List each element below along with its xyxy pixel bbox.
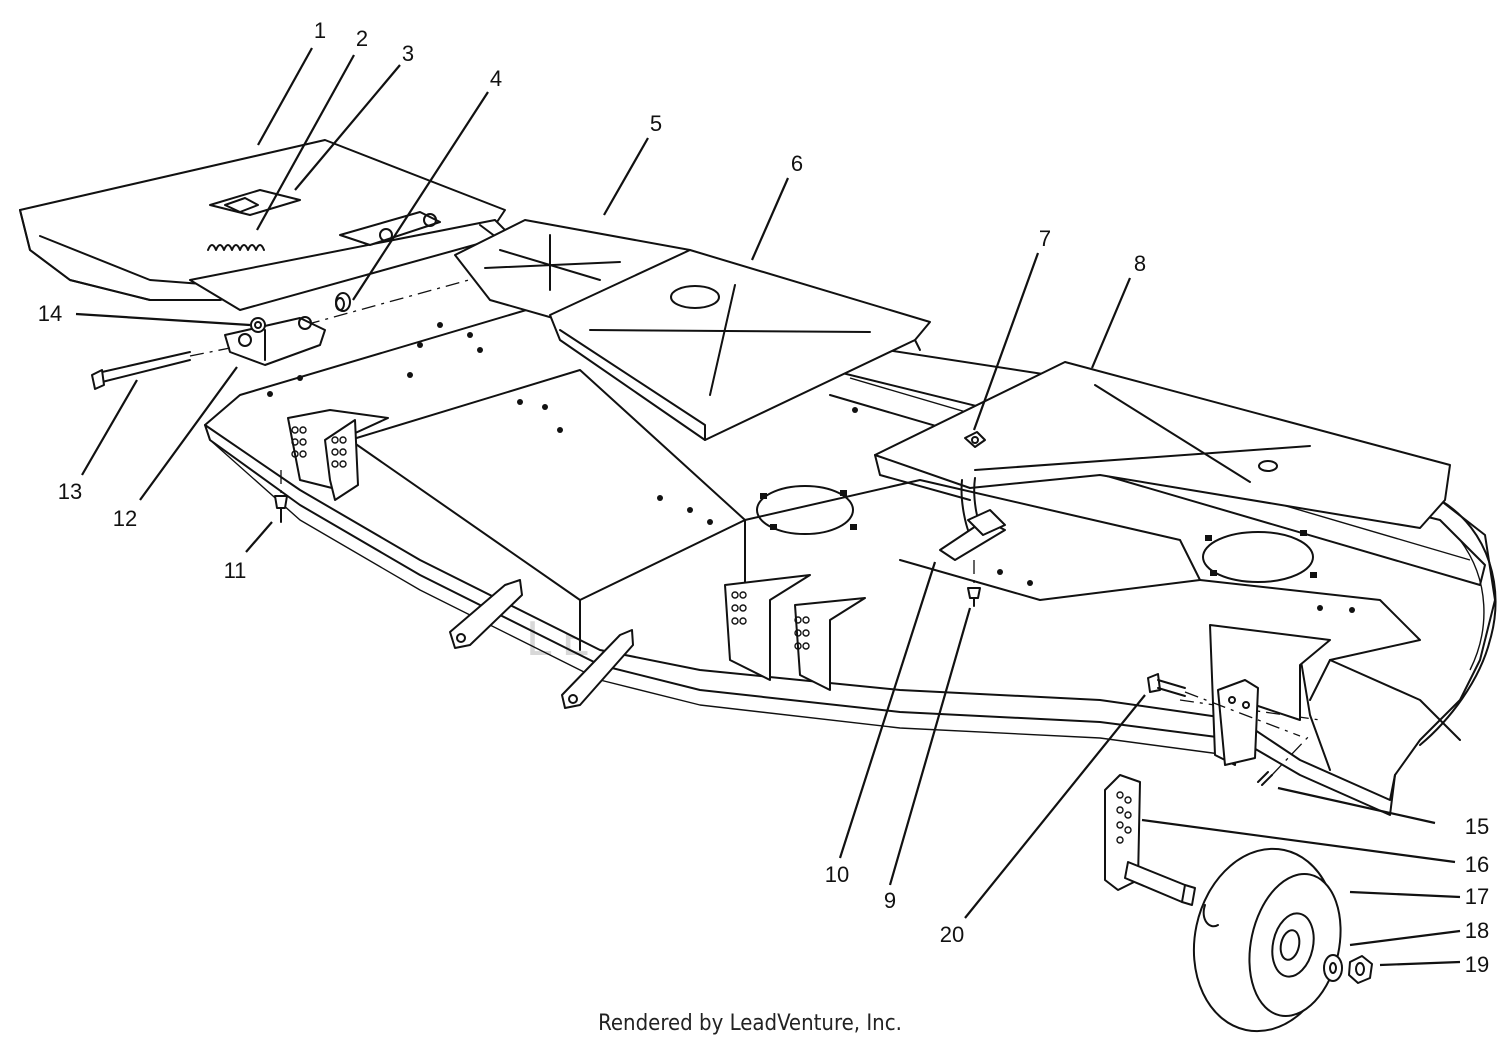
- leader-20: [964, 694, 1146, 919]
- leader-18: [1349, 929, 1461, 947]
- leader-4: [352, 91, 489, 301]
- leader-13: [81, 379, 138, 476]
- callout-2: 2: [356, 26, 368, 51]
- callout-10: 10: [825, 862, 849, 887]
- leader-17: [1349, 890, 1461, 899]
- callout-7: 7: [1039, 226, 1051, 251]
- leader-15: [1277, 786, 1436, 825]
- leader-11: [245, 521, 273, 553]
- callout-4: 4: [490, 66, 502, 91]
- torsion-spring: [207, 244, 265, 251]
- height-adjust-plates: [287, 409, 866, 691]
- hinge-bracket: [224, 316, 326, 366]
- leader-9: [888, 607, 972, 886]
- spacer-bushing: [335, 292, 351, 312]
- callout-8: 8: [1134, 251, 1146, 276]
- hinge-plate: [339, 211, 441, 246]
- callout-1: 1: [314, 18, 326, 43]
- callout-5: 5: [650, 111, 662, 136]
- callout-11: 11: [224, 558, 247, 583]
- callout-14: 14: [38, 301, 62, 326]
- shield-nut: [964, 431, 986, 448]
- caster-bolt: [1147, 673, 1301, 737]
- leader-1: [257, 47, 313, 146]
- callout-15: 15: [1465, 814, 1489, 839]
- caster-wheel: [1192, 847, 1342, 1033]
- leader-7: [972, 252, 1040, 431]
- callout-9: 9: [884, 888, 896, 913]
- callout-18: 18: [1465, 918, 1489, 943]
- leader-8: [1090, 277, 1132, 369]
- callout-numbers: 1 2 3 4 5 6 7 8 9 10 11 12 13 14 15 16 1…: [38, 18, 1489, 977]
- bracket-bolt: [967, 560, 981, 607]
- callout-16: 16: [1465, 852, 1489, 877]
- callout-3: 3: [402, 41, 414, 66]
- leader-lines: [75, 47, 1461, 967]
- leader-2: [256, 54, 355, 231]
- center-shield-front: [549, 249, 931, 441]
- lock-nut: [250, 317, 266, 333]
- callout-19: 19: [1465, 952, 1489, 977]
- wheel-nut: [1348, 955, 1373, 984]
- leader-12: [139, 366, 238, 501]
- callout-6: 6: [791, 151, 803, 176]
- right-side-shield: [874, 361, 1451, 529]
- callout-17: 17: [1465, 884, 1489, 909]
- caster-mount-plate: [1209, 624, 1331, 766]
- deck-holes: [267, 322, 1355, 613]
- deflector-shield: [19, 139, 511, 311]
- leader-5: [603, 137, 649, 216]
- hitch-pin: [1257, 734, 1311, 786]
- leader-3: [294, 64, 401, 191]
- hinge-bolt: [91, 347, 231, 390]
- carriage-bolt: [274, 470, 288, 523]
- front-link-arms: [449, 579, 634, 709]
- shield-rod-bracket: [939, 477, 1006, 561]
- callout-20: 20: [940, 922, 964, 947]
- leader-14: [75, 312, 251, 327]
- caster-fork: [1104, 774, 1196, 906]
- leader-19: [1379, 960, 1461, 967]
- callout-13: 13: [58, 479, 82, 504]
- wheel-washer: [1323, 954, 1343, 982]
- footer-credit: Rendered by LeadVenture, Inc.: [598, 1011, 902, 1036]
- leader-16: [1141, 818, 1456, 864]
- leader-6: [750, 177, 790, 261]
- callout-12: 12: [113, 506, 137, 531]
- leader-10: [838, 561, 937, 859]
